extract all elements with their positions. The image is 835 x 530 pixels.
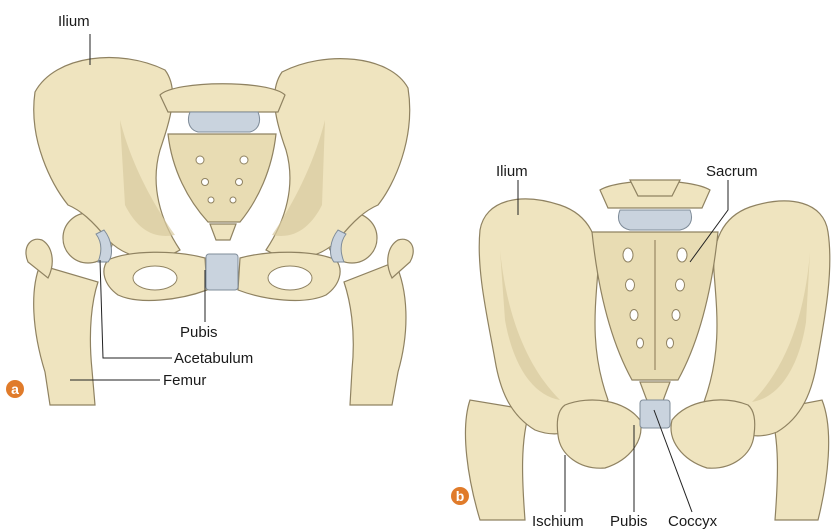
label-acetabulum-a: Acetabulum bbox=[174, 350, 253, 367]
badge-b: b bbox=[456, 488, 465, 504]
badge-a: a bbox=[11, 381, 19, 397]
coccyx-a bbox=[210, 224, 236, 240]
pubic-symphysis-a bbox=[206, 254, 238, 290]
sacrum-a bbox=[168, 134, 276, 222]
figure-a: Ilium Pubis Acetabulum Femur a bbox=[6, 13, 413, 405]
ilium-left-b bbox=[479, 199, 608, 434]
trochanter-right-a bbox=[388, 239, 413, 278]
vertebra-process-b bbox=[630, 180, 680, 196]
figure-b: Ilium Sacrum Ischium Pubis Coccyx b bbox=[451, 163, 830, 530]
intervertebral-disc-b bbox=[618, 210, 691, 230]
label-pubis-a: Pubis bbox=[180, 324, 218, 341]
label-femur-a: Femur bbox=[163, 372, 206, 389]
label-pubis-b: Pubis bbox=[610, 513, 648, 530]
label-ischium-b: Ischium bbox=[532, 513, 584, 530]
ischium-b bbox=[557, 400, 641, 468]
label-ilium-a: Ilium bbox=[58, 13, 90, 30]
intervertebral-disc-a bbox=[188, 112, 259, 132]
label-sacrum-b: Sacrum bbox=[706, 163, 758, 180]
lumbar-vertebra-a bbox=[160, 84, 285, 112]
femur-left-a bbox=[34, 265, 98, 405]
ischium-right-b bbox=[671, 400, 755, 468]
femur-right-a bbox=[344, 262, 406, 405]
label-ilium-b: Ilium bbox=[496, 163, 528, 180]
label-coccyx-b: Coccyx bbox=[668, 513, 718, 530]
